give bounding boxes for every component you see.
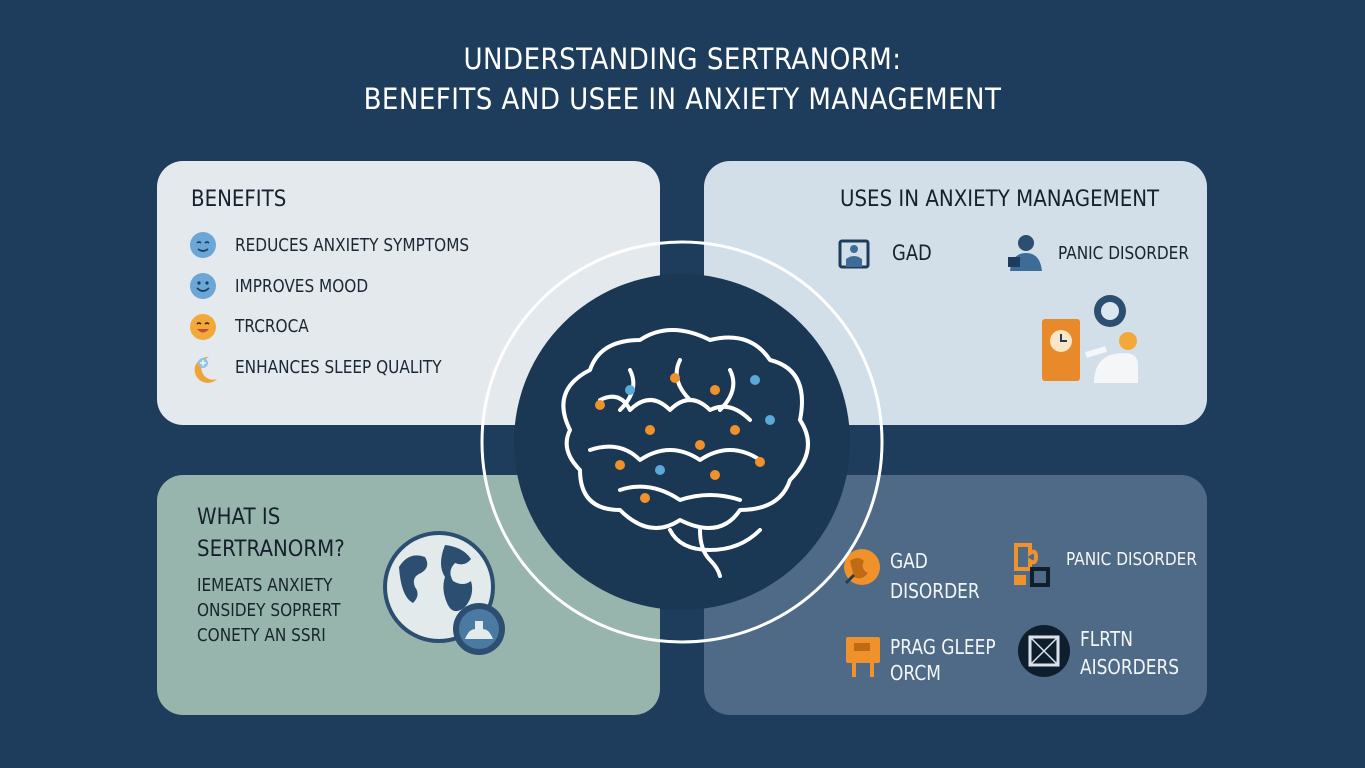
- moon-sleep-icon: [194, 356, 217, 383]
- benefit-label: REDUCES ANXIETY SYMPTOMS: [235, 235, 470, 256]
- neuron-nodes: [595, 373, 775, 503]
- benefit-label: IMPROVES MOOD: [235, 276, 369, 297]
- use-label-panic: PANIC DISORDER: [1058, 243, 1189, 264]
- page-title-line2: BENEFITS AND USEE IN ANXIETY MANAGEMENT: [363, 82, 1002, 116]
- condition-label: AISORDERS: [1080, 655, 1180, 679]
- center-brain-graphic: [480, 240, 884, 644]
- condition-label: ORCM: [890, 661, 941, 685]
- condition-label: PRAG GLEEP: [890, 635, 996, 659]
- condition-label: PANIC DISORDER: [1066, 549, 1197, 570]
- outer-ring: [480, 240, 884, 644]
- use-label-gad: GAD: [892, 241, 932, 265]
- uses-heading: USES IN ANXIETY MANAGEMENT: [840, 187, 1160, 212]
- calm-face-icon: [190, 232, 216, 258]
- condition-label: GAD: [890, 549, 928, 573]
- brain-icon: [561, 328, 810, 578]
- clock-person-icon: [1042, 295, 1138, 383]
- what-is-line: CONETY AN SSRI: [197, 625, 326, 646]
- globe-orange-icon: [844, 549, 880, 585]
- globe-icon: [383, 531, 505, 655]
- condition-label: FLRTN: [1080, 627, 1133, 651]
- what-is-heading-line1: WHAT IS: [197, 505, 281, 530]
- frame-icon: [1018, 625, 1070, 677]
- benefit-label: ENHANCES SLEEP QUALITY: [235, 357, 442, 378]
- condition-label: DISORDER: [890, 579, 980, 603]
- benefit-label: TRCROCA: [235, 316, 309, 337]
- benefits-card: BENEFITS REDUCES ANXIETY SYMPTOMS IMPROV…: [157, 161, 660, 425]
- page-title-line1: UNDERSTANDING SERTRANORM:: [463, 42, 902, 76]
- inner-circle: [514, 274, 850, 610]
- what-is-line: IEMEATS ANXIETY: [197, 575, 333, 596]
- sign-icon: [846, 637, 880, 677]
- what-is-line: ONSIDEY SOPRERT: [197, 600, 341, 621]
- puzzle-icon: [1014, 543, 1050, 587]
- benefits-heading: BENEFITS: [191, 187, 287, 212]
- gad-icon: [838, 239, 870, 269]
- what-is-heading-line2: SERTRANORM?: [197, 537, 345, 562]
- smile-face-icon: [190, 273, 216, 299]
- person-icon: [1008, 235, 1042, 271]
- happy-face-icon: [190, 314, 216, 340]
